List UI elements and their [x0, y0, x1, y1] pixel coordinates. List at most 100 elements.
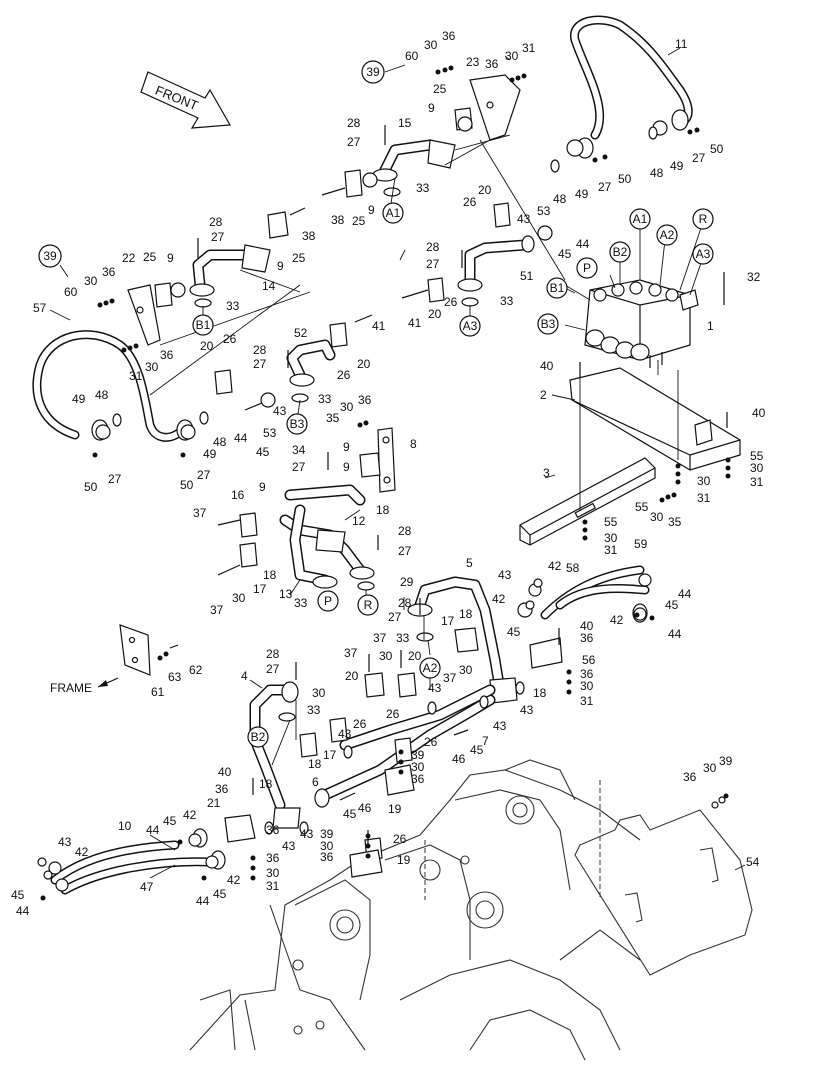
part-number-label: 38 — [331, 213, 345, 227]
part-number-label: 9 — [167, 251, 174, 265]
part-number-label: 32 — [747, 270, 761, 284]
part-number-label: 48 — [95, 388, 109, 402]
part-number-label: 44 — [196, 894, 210, 908]
part-number-label: 36 — [358, 393, 372, 407]
part-number-label: 21 — [207, 796, 221, 810]
part-number-label: 46 — [358, 801, 372, 815]
part-number-label: 40 — [218, 765, 232, 779]
part-number-label: 42 — [548, 559, 562, 573]
part-number-label: 35 — [326, 411, 340, 425]
part-number-label: 30 — [580, 679, 594, 693]
part-number-label: 33 — [500, 294, 514, 308]
part-number-label: 31 — [266, 879, 280, 893]
part-number-label: 26 — [337, 368, 351, 382]
part-number-label: 40 — [540, 359, 554, 373]
part-number-label: 43 — [300, 827, 314, 841]
part-number-label: 9 — [343, 440, 350, 454]
callout-label: 39 — [366, 65, 380, 79]
pipe-6-7 — [314, 684, 496, 808]
part-number-label: 44 — [16, 904, 30, 918]
loader-frame — [189, 759, 641, 1061]
pipe-12-13 — [279, 484, 375, 589]
part-number-label: 30 — [604, 531, 618, 545]
callout-circles: 39 39 A1 A1 A2 A2 A3 A3 B1 B1 B2 B2 B3 B… — [38, 60, 714, 748]
part-number-label: 22 — [122, 251, 136, 265]
part-number-label: 40 — [580, 619, 594, 633]
pipe-5 — [407, 576, 518, 704]
frame-arrow: FRAME — [50, 677, 119, 695]
part-number-label: 54 — [746, 855, 760, 869]
callout-B3-pipe: B3 — [286, 413, 308, 435]
part-number-label: 1 — [707, 319, 714, 333]
part-number-label: 6 — [312, 775, 319, 789]
plate-61 — [119, 624, 151, 676]
part-number-label: 49 — [575, 187, 589, 201]
callout-label: B3 — [290, 417, 305, 431]
part-number-label: 39 — [320, 827, 334, 841]
part-number-label: 44 — [678, 587, 692, 601]
part-number-label: 9 — [428, 101, 435, 115]
part-number-label: 28 — [398, 596, 412, 610]
callout-label: A3 — [696, 247, 711, 261]
part-number-label: 42 — [610, 613, 624, 627]
part-number-label: 8 — [410, 437, 417, 451]
part-number-label: 33 — [416, 181, 430, 195]
part-number-label: 49 — [72, 392, 86, 406]
part-number-label: 45 — [558, 247, 572, 261]
part-number-label: 26 — [444, 295, 458, 309]
part-number-label: 37 — [443, 671, 457, 685]
bracket-8 — [377, 427, 396, 493]
callout-39-top: 39 — [361, 60, 385, 84]
pipe-51 — [457, 235, 535, 292]
part-number-label: 50 — [180, 478, 194, 492]
part-number-label: 50 — [710, 142, 724, 156]
part-number-label: 39 — [719, 754, 733, 768]
part-number-label: 63 — [168, 670, 182, 684]
part-number-label: 30 — [411, 760, 425, 774]
callout-label: B2 — [613, 245, 628, 259]
part-number-label: 51 — [520, 269, 534, 283]
part-number-label: 53 — [537, 204, 551, 218]
part-number-label: 55 — [635, 500, 649, 514]
part-number-label: 28 — [398, 524, 412, 538]
callout-label: A1 — [633, 212, 648, 226]
bracket-23 — [469, 74, 521, 141]
front-arrow: FRONT — [140, 71, 231, 129]
part-number-label: 41 — [372, 319, 386, 333]
part-number-label: 25 — [433, 82, 447, 96]
part-number-label: 44 — [234, 431, 248, 445]
part-number-label: 52 — [294, 326, 308, 340]
part-number-label: 27 — [398, 544, 412, 558]
part-number-label: 42 — [75, 845, 89, 859]
part-number-label: 36 — [320, 850, 334, 864]
part-number-label: 43 — [428, 681, 442, 695]
part-number-label: 31 — [129, 369, 143, 383]
part-number-label: 31 — [580, 694, 594, 708]
part-number-label: 43 — [338, 727, 352, 741]
part-number-label: 31 — [522, 41, 536, 55]
pipe-15 — [372, 139, 456, 182]
part-number-label: 41 — [408, 316, 422, 330]
part-number-label: 13 — [279, 587, 293, 601]
callout-A2-pipe: A2 — [419, 657, 441, 679]
part-number-label: 23 — [466, 55, 480, 69]
callout-B2-valve: B2 — [609, 241, 631, 263]
callout-A3-pipe: A3 — [459, 315, 481, 337]
part-number-label: 59 — [634, 537, 648, 551]
part-number-label: 45 — [163, 814, 177, 828]
part-number-label: 57 — [33, 301, 47, 315]
callout-B3-valve: B3 — [537, 313, 559, 335]
callout-R-pipe: R — [357, 594, 379, 616]
part-number-label: 19 — [388, 802, 402, 816]
part-number-label: 43 — [493, 719, 507, 733]
part-number-label: 30 — [232, 591, 246, 605]
part-number-labels: 60 30 36 23 36 30 31 11 25 9 28 15 27 48… — [11, 29, 766, 918]
callout-label: P — [583, 261, 591, 275]
part-number-label: 27 — [388, 610, 402, 624]
part-number-label: 34 — [292, 443, 306, 457]
part-number-label: 9 — [343, 460, 350, 474]
part-number-label: 45 — [665, 598, 679, 612]
callout-label: R — [699, 212, 708, 226]
part-number-label: 20 — [478, 183, 492, 197]
callout-label: P — [324, 594, 332, 608]
